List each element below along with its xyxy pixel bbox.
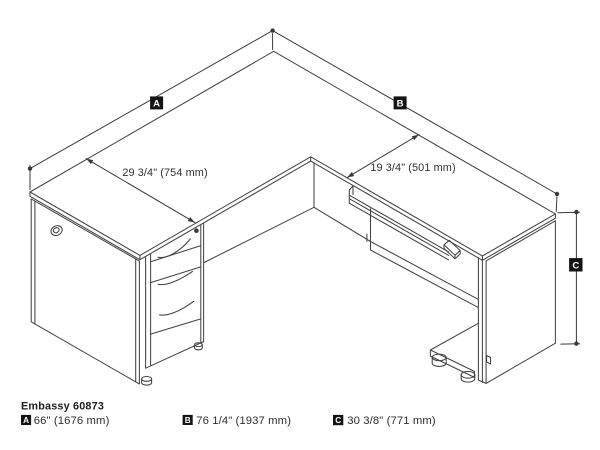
legend-c-value: 30 3/8" (771 mm) bbox=[347, 415, 436, 427]
pedestal bbox=[141, 222, 205, 386]
dimension-c-label-box bbox=[569, 258, 583, 272]
keyboard-tray-rail bbox=[348, 194, 450, 261]
leg-glide-back bbox=[460, 370, 476, 383]
dimension-b: B bbox=[272, 30, 560, 212]
legend-b-box bbox=[182, 414, 193, 425]
legend-b-value: 76 1/4" (1937 mm) bbox=[196, 415, 291, 427]
legend: Embassy 60873 A 66" (1676 mm) B 76 1/4" … bbox=[21, 400, 436, 427]
legend-entry-c: C 30 3/8" (771 mm) bbox=[333, 414, 436, 427]
product-name: Embassy 60873 bbox=[21, 400, 104, 412]
dimension-b-label-box bbox=[393, 96, 407, 110]
pedestal-glide bbox=[193, 342, 203, 351]
keyboard-tray-left-bracket bbox=[348, 185, 354, 204]
dimension-lines: A B C 29 3/4" (754 mm) bbox=[27, 28, 583, 346]
pedestal-edges bbox=[145, 222, 205, 369]
legend-a-value: 66" (1676 mm) bbox=[34, 415, 110, 427]
pedestal-lock-icon bbox=[194, 228, 199, 233]
return-depth-text: 29 3/4" (754 mm) bbox=[122, 167, 207, 179]
legend-c-box bbox=[333, 414, 344, 426]
dimension-c-letter: C bbox=[572, 261, 579, 272]
dimension-a: A bbox=[27, 28, 275, 191]
keyboard-tray bbox=[348, 185, 461, 261]
legend-entry-b: B 76 1/4" (1937 mm) bbox=[182, 414, 291, 427]
main-stretcher-rail bbox=[313, 206, 479, 308]
right-leg-panel bbox=[477, 220, 556, 384]
leg-glide-front bbox=[431, 353, 447, 368]
left-end-panel bbox=[30, 198, 140, 385]
foot-plate bbox=[429, 322, 492, 383]
legend-c-letter: C bbox=[335, 416, 341, 425]
desktop-top-outline bbox=[29, 50, 556, 257]
dimension-c: C bbox=[557, 209, 583, 346]
dimension-a-label-box bbox=[150, 96, 164, 110]
drawer-dividers bbox=[150, 245, 202, 335]
legend-a-letter: A bbox=[23, 416, 29, 425]
return-modesty-panel bbox=[203, 162, 315, 263]
dimension-main-depth: 19 3/4" (501 mm) bbox=[346, 134, 456, 179]
end-panel-lock-icon bbox=[50, 225, 63, 237]
desktop-edge-band bbox=[29, 156, 556, 261]
dimension-return-depth: 29 3/4" (754 mm) bbox=[85, 158, 208, 224]
pedestal-front-glide bbox=[141, 375, 153, 386]
legend-entry-a: A 66" (1676 mm) bbox=[21, 414, 110, 427]
main-depth-text: 19 3/4" (501 mm) bbox=[370, 162, 455, 174]
keyboard-tray-end-bracket bbox=[443, 239, 461, 260]
desk-drawing bbox=[29, 50, 556, 386]
legend-b-letter: B bbox=[185, 416, 191, 425]
dimension-a-letter: A bbox=[153, 99, 160, 110]
dimension-b-letter: B bbox=[397, 99, 404, 110]
legend-a-box bbox=[21, 414, 32, 425]
drawer-handles bbox=[157, 238, 195, 316]
